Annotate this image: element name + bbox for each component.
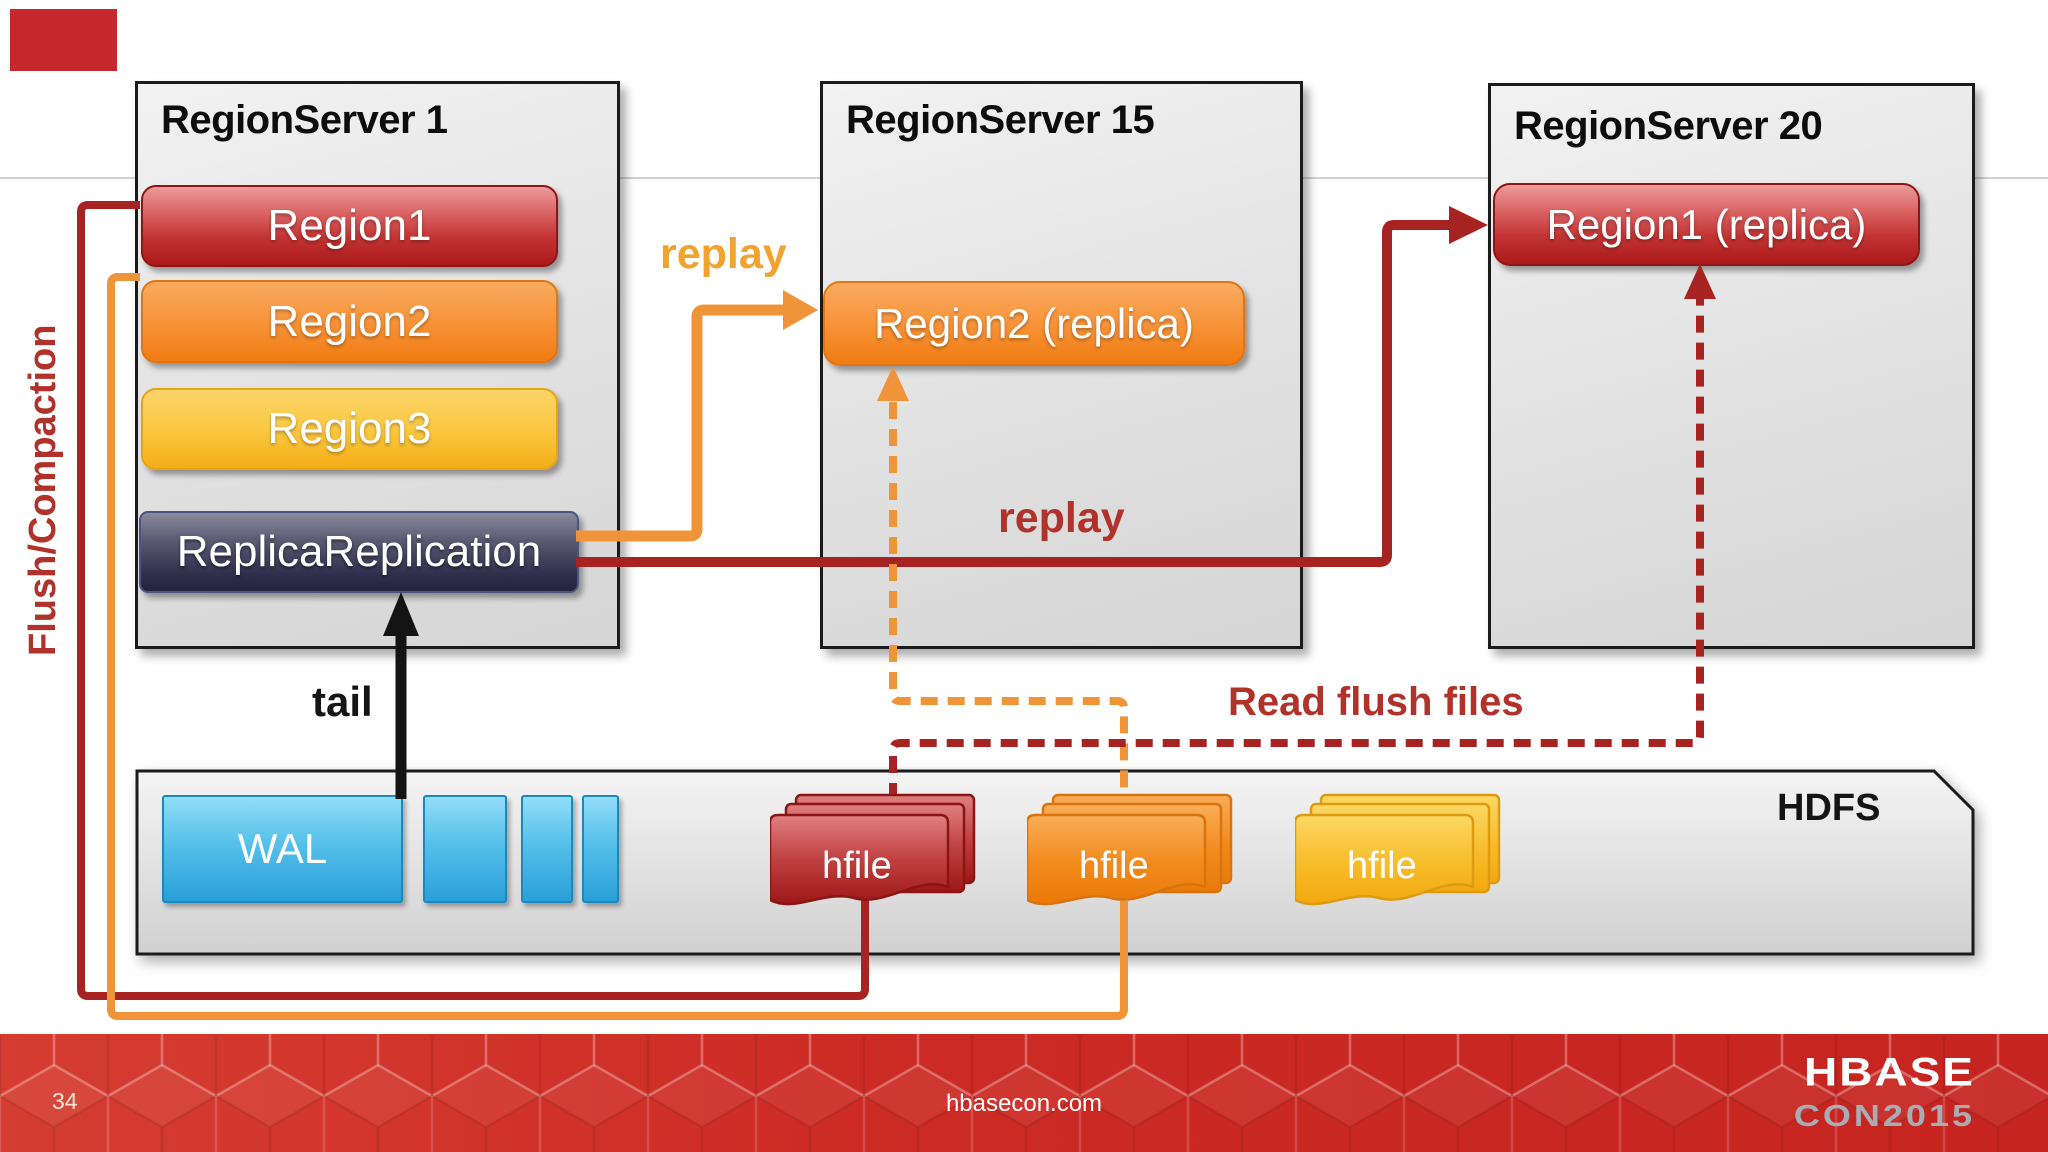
regionserver15-box: RegionServer 15 Region2 (replica) [820,81,1303,649]
footer-band: 34 hbasecon.com HBASE CON2015 [0,1034,2048,1152]
region2-replica-pill: Region2 (replica) [823,281,1245,366]
flush-compaction-label: Flush/Compaction [22,324,64,656]
regionserver1-box: RegionServer 1 Region1 Region2 Region3 R… [135,81,620,649]
wal-box: WAL [162,795,403,903]
region1-replica-label: Region1 (replica) [1546,200,1867,248]
hfile-stack-orange: hfile [1027,793,1233,906]
wal-segment-3 [582,795,619,903]
region3-pill: Region3 [141,388,558,470]
region2-label: Region2 [267,296,432,346]
con2015-logo-text: CON2015 [1793,1097,1975,1133]
region3-label: Region3 [267,404,432,453]
hfile-red-label: hfile [822,845,892,887]
hdfs-label: HDFS [1777,787,1881,829]
hfile-yellow-label: hfile [1347,845,1417,887]
region1-label: Region1 [267,201,432,250]
corner-accent-rect [10,9,117,71]
replay-orange-label: replay [660,230,787,278]
replica-replication-pill: ReplicaReplication [139,511,579,593]
wal-label: WAL [237,825,328,872]
wal-segment-2 [521,795,573,903]
regionserver1-title: RegionServer 1 [161,98,448,142]
regionserver15-title: RegionServer 15 [846,98,1155,142]
tail-label: tail [312,678,373,725]
read-flush-files-label: Read flush files [1228,680,1524,724]
region2-pill: Region2 [141,280,558,363]
hbasecon-logo: HBASE CON2015 [1794,1052,1975,1136]
hfile-stack-yellow: hfile [1295,793,1501,906]
region1-pill: Region1 [141,185,558,267]
hbase-logo-text: HBASE [1803,1049,1975,1095]
regionserver20-title: RegionServer 20 [1514,104,1823,148]
wal-segment-1 [423,795,507,903]
replay-orange-arrowhead [783,290,818,330]
page-number: 34 [52,1088,78,1114]
replay-red-label: replay [998,494,1125,542]
regionserver20-box: RegionServer 20 Region1 (replica) [1488,83,1975,649]
region2-replica-label: Region2 (replica) [874,299,1194,347]
region1-replica-pill: Region1 (replica) [1493,183,1920,266]
replay-red-arrowhead [1449,206,1488,244]
hfile-stack-red: hfile [770,793,976,906]
hfile-orange-label: hfile [1079,845,1149,887]
footer-hex-pattern [0,1034,2048,1152]
footer-site-url: hbasecon.com [945,1090,1103,1117]
replica-replication-label: ReplicaReplication [176,527,542,576]
